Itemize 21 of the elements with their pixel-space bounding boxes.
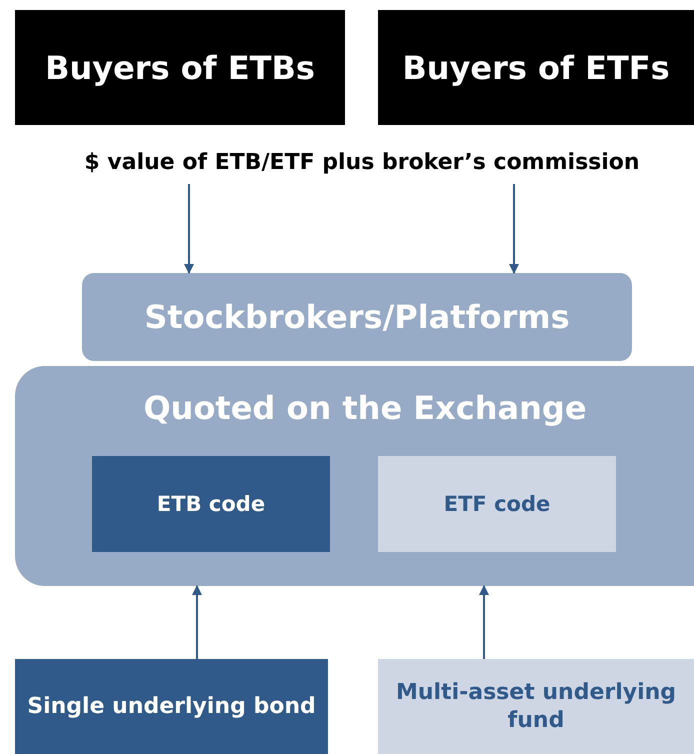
node-label: ETB code <box>156 490 266 518</box>
label-box <box>15 10 345 125</box>
node-label: Stockbrokers/Platforms <box>144 297 570 337</box>
label-box <box>378 10 694 125</box>
process-box <box>82 273 632 361</box>
arrow <box>192 585 202 659</box>
arrow <box>184 184 194 274</box>
node-label: Buyers of ETFs <box>402 48 670 88</box>
group-panel <box>15 366 694 586</box>
process-box <box>378 659 694 754</box>
node-label: Quoted on the Exchange <box>143 388 587 428</box>
node-label: Buyers of ETBs <box>45 48 315 88</box>
arrow <box>479 585 489 659</box>
node-label: $ value of ETB/ETF plus broker’s commission <box>84 149 640 177</box>
node-label: Single underlying bond <box>27 692 316 720</box>
process-box <box>92 456 330 552</box>
node-label: ETF code <box>444 490 550 518</box>
process-box <box>378 456 616 552</box>
arrow <box>509 184 519 274</box>
process-box <box>15 659 328 754</box>
node-label: Multi-asset underlying fund <box>394 679 678 734</box>
